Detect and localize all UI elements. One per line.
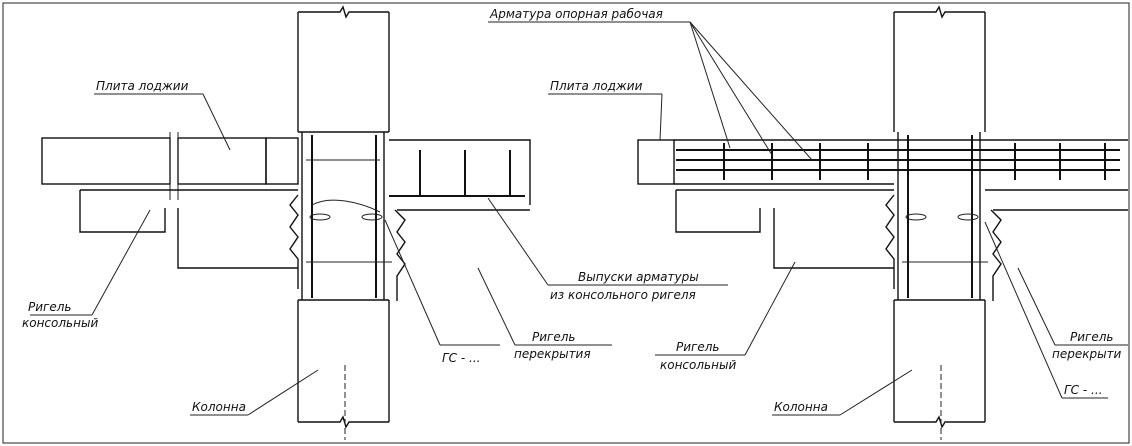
right-floor-beam xyxy=(985,189,1128,211)
label-left-column: Колонна xyxy=(192,400,246,414)
label-right-floor-beam-1: Ригель xyxy=(1070,330,1113,344)
left-leaders xyxy=(30,93,728,416)
right-detail xyxy=(488,5,1128,440)
console-beam xyxy=(79,189,298,269)
right-column-joint xyxy=(885,132,1002,301)
label-right-top-rebar: Арматура опорная рабочая xyxy=(489,7,663,21)
right-column-upper xyxy=(893,5,986,132)
right-loggia-slab xyxy=(637,139,1128,185)
column-joint xyxy=(289,132,406,301)
label-left-console-1: Ригель xyxy=(28,300,71,314)
label-right-gs: ГС - ... xyxy=(1064,383,1102,397)
loggia-slab xyxy=(41,132,299,200)
label-left-outlets-1: Выпуски арматуры xyxy=(578,270,699,284)
column-upper xyxy=(297,5,390,133)
right-column-lower xyxy=(893,299,986,440)
label-left-console-2: консольный xyxy=(22,316,98,330)
left-detail xyxy=(30,5,728,440)
label-left-outlets-2: из консольного ригеля xyxy=(550,288,696,302)
label-left-gs: ГС - ... xyxy=(442,351,480,365)
top-rebar xyxy=(676,143,1120,180)
label-left-slab: Плита лоджии xyxy=(96,79,189,93)
right-leaders xyxy=(488,21,1128,416)
label-right-console-1: Ригель xyxy=(676,340,719,354)
label-left-floor-beam-1: Ригель xyxy=(532,330,575,344)
label-right-floor-beam-2: перекрыти xyxy=(1052,347,1122,361)
column-lower xyxy=(297,299,390,440)
label-right-console-2: консольный xyxy=(660,358,736,372)
label-left-floor-beam-2: перекрытия xyxy=(514,347,591,361)
floor-beam xyxy=(309,139,531,221)
label-right-slab: Плита лоджии xyxy=(550,79,643,93)
right-console-beam xyxy=(675,189,894,269)
label-right-column: Колонна xyxy=(774,400,828,414)
